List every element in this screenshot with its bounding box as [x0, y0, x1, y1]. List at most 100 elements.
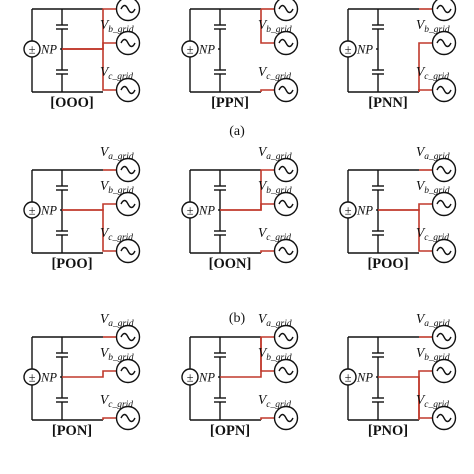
sine-wave-icon [120, 85, 136, 95]
dc-source-symbol: ± [29, 371, 36, 385]
grid-voltage-label-a: Va_grid [258, 0, 292, 1]
ac-source-icon [115, 324, 141, 350]
sine-wave-icon [120, 246, 136, 256]
dc-source-icon [339, 201, 357, 219]
dc-source-icon [339, 368, 357, 386]
ac-source-icon [273, 191, 299, 217]
grid-voltage-label-c: Vc_grid [416, 64, 449, 82]
phase-c-conduction-path [378, 209, 432, 252]
dc-source-icon [181, 201, 199, 219]
sine-wave-icon [278, 199, 294, 209]
ac-source-icon [431, 358, 457, 384]
ac-source-icon [431, 191, 457, 217]
phase-c-conduction-path [62, 48, 116, 91]
sine-wave-icon [120, 199, 136, 209]
neutral-point-label: NP [198, 371, 215, 385]
dc-source-icon [181, 368, 199, 386]
phase-b-conduction-path [62, 370, 116, 378]
sine-wave-icon [436, 4, 452, 14]
phase-b-conduction-path [220, 203, 274, 211]
ac-source-icon [273, 324, 299, 350]
phase-b-conduction-path [260, 337, 274, 372]
sine-wave-icon [278, 246, 294, 256]
sine-wave-icon [120, 332, 136, 342]
ac-source-icon [273, 358, 299, 384]
dc-source-icon [181, 40, 199, 58]
phase-b-conduction-path [418, 42, 432, 92]
switching-state-label: [OOO] [50, 95, 94, 111]
phase-c-conduction-path [260, 250, 274, 253]
row-caption: (b) [229, 311, 246, 326]
sine-wave-icon [120, 4, 136, 14]
grid-voltage-label-b: Vb_grid [100, 345, 134, 363]
grid-voltage-label-b: Vb_grid [416, 178, 450, 196]
switching-state-label: [OON] [209, 256, 252, 272]
ac-source-icon [431, 0, 457, 22]
ac-source-icon [431, 405, 457, 431]
ac-source-icon [431, 324, 457, 350]
ac-source-icon [431, 77, 457, 103]
sine-wave-icon [436, 199, 452, 209]
dc-source-icon [23, 201, 41, 219]
ac-source-icon [115, 238, 141, 264]
sine-wave-icon [278, 165, 294, 175]
grid-voltage-label-b: Vb_grid [258, 17, 292, 35]
dc-source-symbol: ± [187, 204, 194, 218]
sine-wave-icon [278, 85, 294, 95]
phase-b-conduction-path [378, 203, 432, 211]
grid-voltage-label-a: Va_grid [100, 0, 134, 1]
ac-source-icon [431, 30, 457, 56]
switching-state-label: [POO] [51, 256, 92, 272]
ac-source-icon [273, 238, 299, 264]
ac-source-icon [273, 77, 299, 103]
sine-wave-icon [120, 38, 136, 48]
neutral-point-label: NP [356, 371, 373, 385]
switching-state-label: [PON] [52, 423, 92, 439]
dc-source-symbol: ± [345, 204, 352, 218]
neutral-point-label: NP [356, 204, 373, 218]
grid-voltage-label-b: Vb_grid [100, 178, 134, 196]
phase-c-conduction-path [102, 417, 116, 420]
sine-wave-icon [436, 165, 452, 175]
dc-source-symbol: ± [29, 204, 36, 218]
grid-voltage-label-c: Vc_grid [100, 225, 133, 243]
ac-source-icon [273, 0, 299, 22]
grid-voltage-label-a: Va_grid [416, 144, 450, 162]
sine-wave-icon [436, 246, 452, 256]
ac-source-icon [115, 30, 141, 56]
grid-voltage-label-a: Va_grid [100, 144, 134, 162]
grid-voltage-label-a: Va_grid [416, 0, 450, 1]
grid-voltage-label-c: Vc_grid [258, 64, 291, 82]
sine-wave-icon [278, 413, 294, 423]
row-caption: (a) [229, 124, 245, 139]
sine-wave-icon [120, 366, 136, 376]
grid-voltage-label-a: Va_grid [258, 144, 292, 162]
ac-source-icon [115, 77, 141, 103]
ac-source-icon [273, 30, 299, 56]
ac-source-icon [115, 157, 141, 183]
grid-voltage-label-c: Vc_grid [258, 225, 291, 243]
ac-source-icon [431, 238, 457, 264]
dc-source-icon [23, 40, 41, 58]
dc-source-icon [23, 368, 41, 386]
ac-source-icon [273, 157, 299, 183]
grid-voltage-label-b: Vb_grid [258, 345, 292, 363]
sine-wave-icon [120, 413, 136, 423]
dc-source-symbol: ± [187, 43, 194, 57]
neutral-point-label: NP [40, 371, 57, 385]
neutral-point-label: NP [198, 204, 215, 218]
phase-b-conduction-path [260, 9, 274, 44]
dc-source-symbol: ± [345, 43, 352, 57]
ac-source-icon [115, 0, 141, 22]
phase-c-conduction-path [418, 89, 432, 92]
sine-wave-icon [278, 38, 294, 48]
